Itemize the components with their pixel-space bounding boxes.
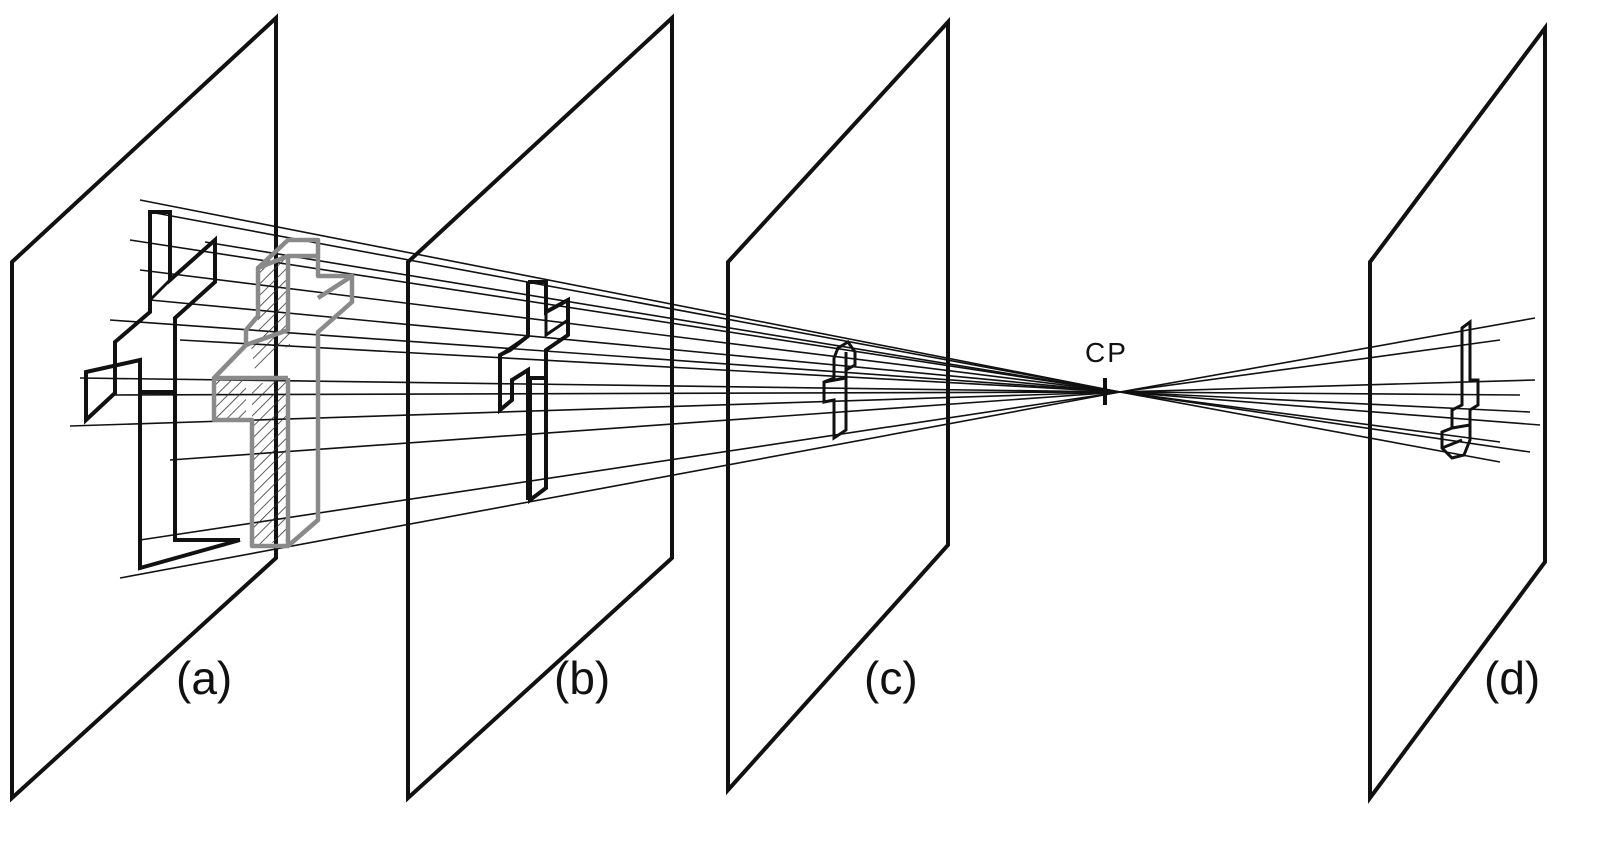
cp-label: CP [1085, 337, 1128, 368]
label-a: (a) [176, 652, 232, 704]
center-of-projection: CP [1085, 337, 1128, 405]
cross-d [1440, 319, 1480, 460]
label-b: (b) [554, 652, 610, 704]
label-d: (d) [1484, 652, 1540, 704]
plane-d [1368, 21, 1547, 805]
label-c: (c) [864, 652, 918, 704]
plane-a [10, 13, 278, 803]
object-cross [84, 210, 241, 571]
plane-c [726, 16, 950, 796]
ghost-cross [211, 237, 355, 549]
cross-c [822, 339, 857, 441]
cross-b [498, 280, 570, 504]
plane-labels: (a) (b) (c) (d) [176, 652, 1540, 704]
plane-b [406, 13, 674, 803]
